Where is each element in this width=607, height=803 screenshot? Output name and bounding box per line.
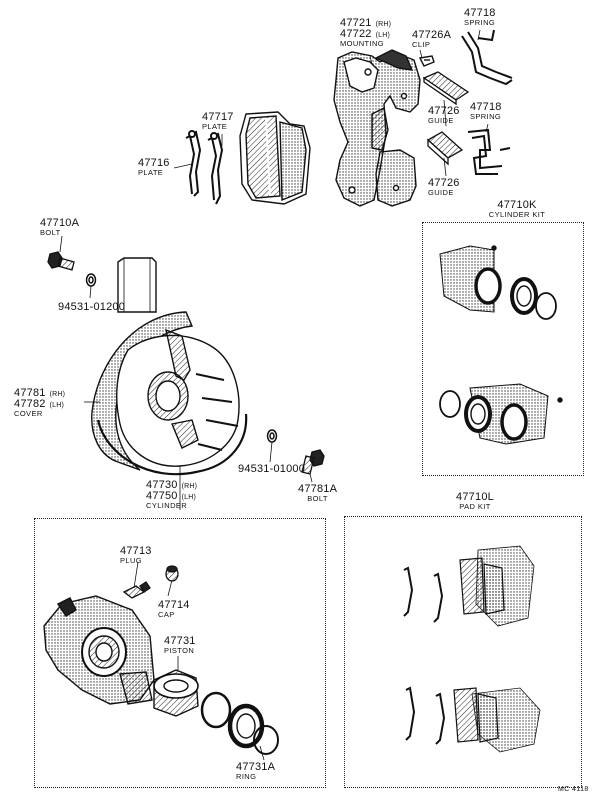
cylinder-kit-box [422,222,584,476]
callout-spring-top: 47718 SPRING [464,8,496,27]
part-number: 94531-01000 [238,463,306,475]
cylinder-kit-parts [439,245,563,445]
washer-upper-part [85,273,97,287]
leader-lines [59,29,489,761]
part-number: 47726A [412,29,452,41]
part-number: 47718 [464,7,496,19]
part-number-lh: 47722 [340,28,372,40]
part-name: SPRING [464,18,496,27]
side-rh: (RH) [181,483,198,490]
kit-name: PAD KIT [459,502,491,511]
kit-title-cylinder: 47710K CYLINDER KIT [462,200,572,219]
side-lh: (LH) [181,494,197,501]
part-name: BOLT [40,228,61,237]
cylinder-body-part [43,595,155,705]
part-name: CLIP [412,40,431,49]
brake-pad-part [239,111,311,205]
side-lh: (LH) [375,32,391,39]
callout-cap: 47714 CAP [158,600,190,619]
part-number: 47781A [298,483,338,495]
part-name: MOUNTING [340,39,385,48]
part-number-rh: 47781 [14,387,46,399]
callout-ring: 47731A RING [236,762,275,781]
bolt-lower-part [301,449,325,475]
part-number-lh: 47750 [146,490,178,502]
part-name: PISTON [164,646,195,655]
bolt-upper-part [47,251,75,271]
callout-plug: 47713 PLUG [120,546,152,565]
callout-bolt-lower: 47781A BOLT [298,484,337,503]
callout-clip: 47726A CLIP [412,30,451,49]
part-name: BOLT [307,494,328,503]
spring-mid-part [467,128,511,175]
figure-code: MC 4118 [558,786,589,793]
part-number-rh: 47721 [340,17,372,29]
clip-part [418,55,435,67]
kit-title-pad: 47710L PAD KIT [440,492,510,511]
callout-guide-upper: 47726 GUIDE [428,106,460,125]
callout-plate-upper: 47717 PLATE [202,112,234,131]
part-name: CYLINDER [146,501,188,510]
part-number: 47726 [428,105,460,117]
callout-cover: 47781(RH) 47782(LH) COVER [14,388,65,418]
part-name: CAP [158,610,175,619]
part-name: PLATE [138,168,164,177]
callout-washer-lower: 94531-01000 [238,464,305,475]
plug-part [122,581,151,599]
washer-lower-part [266,429,278,443]
part-name: SPRING [470,112,502,121]
part-number: 47726 [428,177,460,189]
plate-lower-part [185,130,202,197]
callout-bolt-upper: 47710A BOLT [40,218,79,237]
part-number: 47731 [164,635,196,647]
part-number: 47710A [40,217,80,229]
cover-part [91,257,248,476]
guide-lower-part [426,131,464,166]
callout-cylinder: 47730(RH) 47750(LH) CYLINDER [146,480,197,510]
part-name: PLUG [120,556,143,565]
callout-plate-lower: 47716 PLATE [138,158,170,177]
part-number: 47718 [470,101,502,113]
callout-mounting: 47721(RH) 47722(LH) MOUNTING [340,18,391,48]
part-number: 94531-01200 [58,301,126,313]
ring-part [200,691,279,755]
part-number: 47731A [236,761,276,773]
piston-part [153,669,199,717]
pad-kit-parts [403,545,541,753]
guide-upper-part [422,71,470,106]
side-rh: (RH) [375,21,392,28]
kit-number: 47710L [456,491,494,503]
kit-name: CYLINDER KIT [488,210,546,219]
kit-number: 47710K [497,199,537,211]
cap-part [165,565,179,582]
part-number: 47714 [158,599,190,611]
part-number: 47716 [138,157,170,169]
callout-washer-upper: 94531-01200 [58,302,125,313]
part-number-rh: 47730 [146,479,178,491]
pad-kit-box [344,516,582,788]
callout-spring-mid: 47718 SPRING [470,102,502,121]
side-lh: (LH) [49,402,65,409]
part-name: COVER [14,409,43,418]
part-name: RING [236,772,257,781]
callout-piston: 47731 PISTON [164,636,196,655]
part-name: GUIDE [428,188,454,197]
part-number: 47717 [202,111,234,123]
spring-top-part [461,29,513,86]
callout-guide-lower: 47726 GUIDE [428,178,460,197]
mounting-part [333,49,421,207]
plate-upper-part [207,132,224,205]
part-name: GUIDE [428,116,454,125]
cylinder-box [34,518,326,788]
side-rh: (RH) [49,391,66,398]
part-name: PLATE [202,122,228,131]
part-number-lh: 47782 [14,398,46,410]
part-number: 47713 [120,545,152,557]
